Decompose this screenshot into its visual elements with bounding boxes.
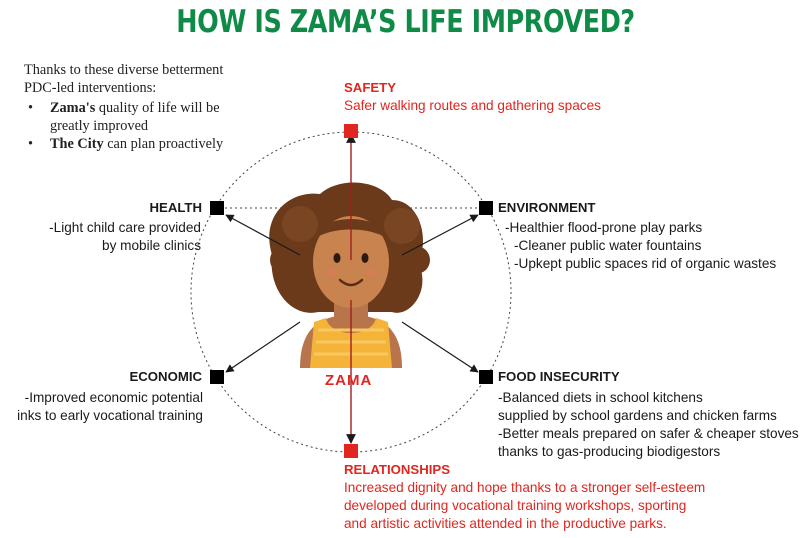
environment-heading: ENVIRONMENT bbox=[498, 200, 596, 215]
safety-block: SAFETY Safer walking routes and gatherin… bbox=[344, 79, 601, 115]
food-node bbox=[479, 370, 493, 384]
safety-line: Safer walking routes and gathering space… bbox=[344, 98, 601, 113]
health-line: by mobile clinics bbox=[102, 238, 201, 253]
food-line: supplied by school gardens and chicken f… bbox=[498, 408, 777, 423]
intro-text-block: Thanks to these diverse betterment PDC-l… bbox=[24, 61, 239, 153]
relationships-line: and artistic activities attended in the … bbox=[344, 516, 667, 531]
intro-bullet-list: Zama's quality of life will be greatly i… bbox=[24, 99, 239, 153]
health-node bbox=[210, 201, 224, 215]
arrow-to-health bbox=[225, 214, 301, 256]
relationships-line: developed during vocational training wor… bbox=[344, 498, 687, 513]
environment-line: -Cleaner public water fountains bbox=[514, 238, 702, 253]
food-text: -Balanced diets in school kitchens suppl… bbox=[498, 389, 799, 461]
page-title: HOW IS ZAMA’S LIFE IMPROVED? bbox=[176, 4, 635, 40]
food-heading: FOOD INSECURITY bbox=[498, 369, 620, 384]
intro-text: Thanks to these diverse betterment PDC-l… bbox=[24, 62, 224, 96]
food-line: thanks to gas-producing biodigestors bbox=[498, 444, 721, 459]
intro-bullet: The City can plan proactively bbox=[24, 135, 239, 153]
economic-heading: ECONOMIC bbox=[129, 369, 202, 384]
intro-bullet: Zama's quality of life will be greatly i… bbox=[24, 99, 239, 135]
relationships-heading: RELATIONSHIPS bbox=[344, 462, 450, 477]
arrow-to-food bbox=[401, 321, 479, 373]
economic-line: -Improved economic potential bbox=[24, 390, 203, 405]
environment-node bbox=[479, 201, 493, 215]
environment-text: -Healthier flood-prone play parks -Clean… bbox=[505, 219, 776, 273]
arrow-to-economic bbox=[225, 321, 301, 373]
safety-node bbox=[344, 124, 358, 138]
center-label: ZAMA bbox=[325, 372, 373, 389]
health-line: -Light child care provided bbox=[49, 220, 201, 235]
health-text: -Light child care provided by mobile cli… bbox=[0, 219, 201, 255]
economic-node bbox=[210, 370, 224, 384]
environment-line: -Upkept public spaces rid of organic was… bbox=[514, 256, 777, 271]
zama-avatar bbox=[269, 182, 430, 368]
economic-text: -Improved economic potential inks to ear… bbox=[0, 389, 203, 425]
safety-heading: SAFETY bbox=[344, 80, 397, 95]
health-heading: HEALTH bbox=[149, 200, 203, 215]
food-line: -Balanced diets in school kitchens bbox=[498, 390, 703, 405]
relationships-node bbox=[344, 444, 358, 458]
arrow-to-environment bbox=[401, 214, 479, 256]
relationships-line: Increased dignity and hope thanks to a s… bbox=[344, 480, 706, 495]
economic-line: inks to early vocational training bbox=[17, 408, 203, 423]
bullet-bold: The City bbox=[50, 136, 104, 152]
bullet-bold: Zama's bbox=[50, 100, 96, 116]
bullet-rest: can plan proactively bbox=[103, 136, 224, 152]
relationships-block: RELATIONSHIPS Increased dignity and hope… bbox=[344, 461, 705, 533]
food-line: -Better meals prepared on safer & cheape… bbox=[498, 426, 799, 441]
bullet-rest: quality of life will be greatly improved bbox=[50, 100, 220, 134]
environment-line: -Healthier flood-prone play parks bbox=[505, 220, 703, 235]
